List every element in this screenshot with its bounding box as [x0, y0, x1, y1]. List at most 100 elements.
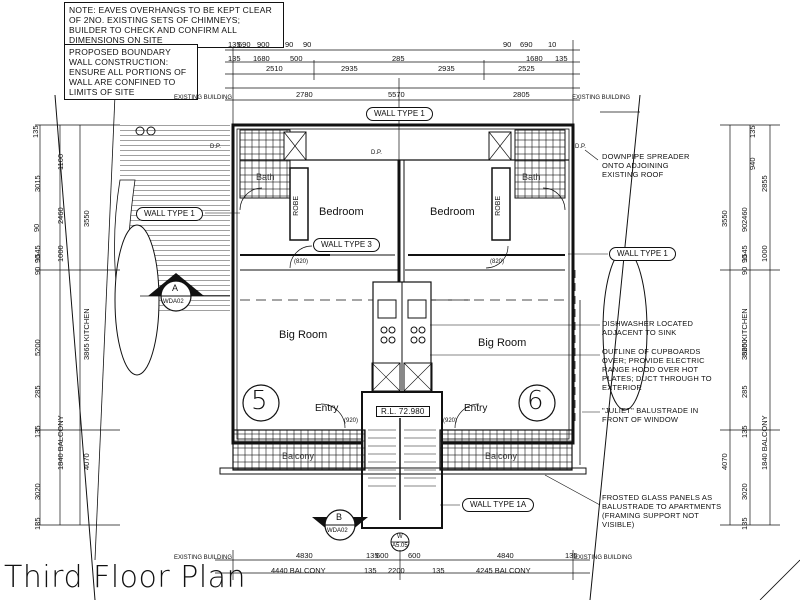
window-marker-w: W	[397, 534, 403, 540]
big-room-left-label: Big Room	[279, 329, 328, 341]
existing-building-bl: EXISTING BUILDING	[174, 555, 233, 561]
dimension-value: 285	[740, 385, 749, 398]
dimension-value: 3865 KITCHEN	[740, 308, 749, 360]
dimension-value: 2200	[388, 566, 405, 575]
dimension-value: 1000	[760, 245, 769, 262]
door-width-820-a: (820)	[294, 259, 309, 265]
dimension-value: 4070	[720, 453, 729, 470]
dimension-value: 90	[740, 266, 749, 275]
dimension-value: 90	[503, 40, 512, 49]
dimension-value: 4245 BALCONY	[476, 566, 531, 575]
dimension-value: 1000	[56, 245, 65, 262]
juliet-annotation: "JULIET" BALUSTRADE IN FRONT OF WINDOW	[602, 406, 699, 424]
dimension-value: 1100	[56, 153, 65, 170]
existing-building-tl: EXISTING BUILDING	[174, 95, 233, 101]
window-marker-bottom	[390, 532, 410, 552]
dimension-value: 10	[548, 40, 557, 49]
dimension-value: 2805	[513, 90, 530, 99]
dimension-value: 3020	[740, 483, 749, 500]
dimension-value: 90	[33, 254, 42, 263]
section-marker-a	[140, 273, 230, 312]
dimension-value: 3015	[33, 175, 42, 192]
dp-left: D.P.	[210, 144, 221, 150]
dimension-value: 3865 KITCHEN	[82, 308, 91, 360]
dimension-value: 500	[290, 54, 303, 63]
section-b-ref: WDA02	[327, 528, 348, 534]
eaves-note: NOTE: EAVES OVERHANGS TO BE KEPT CLEAR O…	[64, 2, 284, 48]
dimension-value: 135	[740, 425, 749, 438]
dp-right: D.P.	[575, 144, 586, 150]
dimension-value: 940	[748, 157, 757, 170]
dimension-value: 690	[520, 40, 533, 49]
dimension-value: 1840 BALCONY	[760, 415, 769, 470]
dimension-value: 4830	[296, 551, 313, 560]
door-width-920-a: (920)	[344, 418, 359, 424]
wall-type-1-tag-top: WALL TYPE 1	[366, 107, 433, 121]
section-b-letter: B	[336, 512, 343, 522]
dimension-value: 2935	[341, 64, 358, 73]
dimension-value: 3020	[33, 483, 42, 500]
wall-type-1-tag-right: WALL TYPE 1	[609, 247, 676, 261]
dimension-value: 135	[740, 517, 749, 530]
dimension-value: 600	[376, 551, 389, 560]
dimension-value: 600	[408, 551, 421, 560]
existing-building-tr: EXISTING BUILDING	[572, 95, 631, 101]
boundary-note: PROPOSED BOUNDARY WALL CONSTRUCTION: ENS…	[64, 44, 198, 100]
balcony-right-label: Balcony	[485, 451, 518, 461]
dimension-value: 135	[366, 551, 379, 560]
dimension-value: 900	[257, 40, 270, 49]
dp-mid: D.P.	[371, 150, 382, 156]
balcony-left-label: Balcony	[282, 451, 315, 461]
dimension-value: 135	[228, 54, 241, 63]
entry-left-label: Entry	[315, 403, 339, 414]
dimension-value: 2935	[438, 64, 455, 73]
section-a-letter: A	[172, 283, 179, 293]
unit-6-marker	[518, 384, 556, 422]
dimension-value: 2460	[56, 207, 65, 224]
dimension-value: 90	[740, 254, 749, 263]
dimension-value: 285	[392, 54, 405, 63]
rl-level: R.L. 72.980	[376, 406, 430, 417]
dimension-value: 1680	[253, 54, 270, 63]
door-width-820-b: (820)	[490, 259, 505, 265]
big-room-right-label: Big Room	[478, 337, 527, 349]
dimension-value: 3550	[82, 210, 91, 227]
dimension-value: 2855	[760, 175, 769, 192]
dimension-value: 1840 BALCONY	[56, 415, 65, 470]
dimension-value: 135	[228, 40, 241, 49]
wall-type-3-tag: WALL TYPE 3	[313, 238, 380, 252]
dimension-value: 135	[33, 517, 42, 530]
dimension-value: 90	[740, 223, 749, 232]
bedroom-right-label: Bedroom	[430, 206, 475, 218]
wall-type-1-tag-left: WALL TYPE 1	[136, 207, 203, 221]
wall-type-1a-tag: WALL TYPE 1A	[462, 498, 535, 512]
window-marker-num: A5.05	[392, 543, 408, 549]
dimension-value: 690	[238, 40, 251, 49]
dimension-value: 2780	[296, 90, 313, 99]
tree-outline-left	[114, 224, 160, 376]
dimension-value: 4440 BALCONY	[271, 566, 326, 575]
dimension-value: 3550	[720, 210, 729, 227]
unit-6-number: 6	[527, 386, 544, 416]
dimension-value: 135	[748, 125, 757, 138]
unit-5-number: 5	[251, 386, 268, 416]
dimension-value: 135	[565, 551, 578, 560]
dimension-value: 135	[33, 425, 42, 438]
dimension-value: 1680	[526, 54, 543, 63]
dimension-value: 2525	[518, 64, 535, 73]
dimension-value: 5570	[388, 90, 405, 99]
section-marker-b	[312, 509, 368, 541]
dimension-value: 285	[33, 385, 42, 398]
unit-5-marker	[242, 384, 280, 422]
dimension-value: 135	[31, 125, 40, 138]
section-a-ref: WDA02	[163, 299, 184, 305]
downpipe-annotation: DOWNPIPE SPREADER ONTO ADJOINING EXISTIN…	[602, 152, 690, 179]
bath-right-label: Bath	[522, 172, 541, 182]
dimension-value: 90	[33, 266, 42, 275]
door-width-920-b: (920)	[443, 418, 458, 424]
robe-left-label: ROBE	[293, 196, 300, 216]
dimension-value: 2460	[740, 207, 749, 224]
dimension-value: 135	[364, 566, 377, 575]
